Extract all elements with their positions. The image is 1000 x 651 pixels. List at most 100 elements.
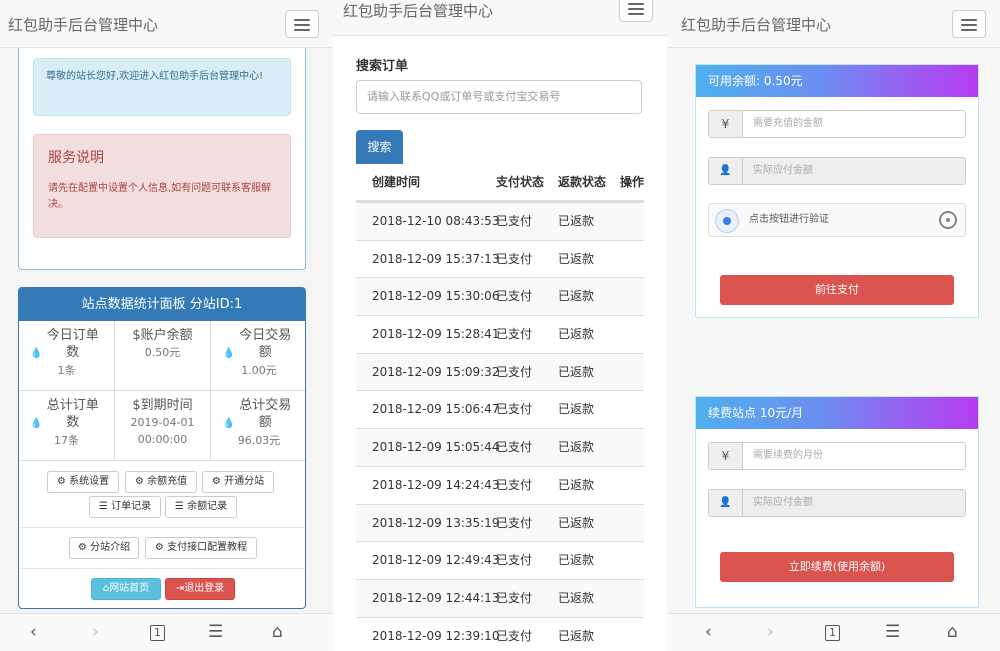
captcha-verify[interactable]: 点击按钮进行验证	[708, 203, 966, 237]
balance-recharge-button[interactable]: ⚙ 余额充值	[125, 471, 197, 493]
droplet-icon: 💧	[222, 348, 236, 359]
stat-total-volume: 💧总计交易额 96.03元	[211, 391, 305, 461]
column-header: 操作	[620, 175, 645, 189]
divider	[19, 568, 305, 569]
home-icon[interactable]: ⌂	[947, 622, 958, 642]
navbar: 红包助手后台管理中心	[667, 0, 1000, 48]
renew-card: 续费站点 10元/月 ¥ 需要续费的月份 👤 实际应付金额 立即续费(使用余额)	[695, 396, 979, 608]
yen-icon: ¥	[709, 443, 743, 469]
welcome-card: 尊敬的站长您好,欢迎进入红包助手后台管理中心! 服务说明 请先在配置中设置个人信…	[18, 48, 306, 270]
order-search-input[interactable]: 请输入联系QQ或订单号或支付宝交易号	[356, 80, 642, 114]
renew-months-field[interactable]: ¥ 需要续费的月份	[708, 442, 966, 470]
search-button[interactable]: 搜索	[356, 130, 403, 164]
order-created-time: 2018-12-09 15:06:47	[372, 402, 500, 417]
refund-status: 已返款	[558, 251, 595, 266]
user-icon: 👤	[709, 490, 743, 516]
stat-account-balance: $账户余额 0.50元	[115, 321, 211, 391]
stat-today-volume: 💧今日交易额 1.00元	[211, 321, 305, 391]
app-title[interactable]: 红包助手后台管理中心	[681, 16, 832, 34]
order-created-time: 2018-12-09 12:39:10	[372, 628, 500, 643]
order-created-time: 2018-12-09 15:30:06	[372, 289, 500, 304]
back-icon[interactable]: ‹	[705, 622, 712, 642]
stat-expiry-time: $到期时间 2019-04-01 00:00:00	[115, 391, 211, 461]
refund-status: 已返款	[558, 214, 595, 228]
renew-header: 续费站点 10元/月	[696, 397, 978, 429]
forward-icon[interactable]: ›	[767, 622, 774, 642]
renew-now-button[interactable]: 立即续费(使用余额)	[720, 552, 954, 582]
app-title[interactable]: 红包助手后台管理中心	[8, 16, 159, 34]
divider	[19, 527, 305, 528]
stats-grid: 💧今日订单数 1条 $账户余额 0.50元 💧今日交易额 1.00元 💧总计订单…	[19, 321, 305, 461]
payment-status: 已支付	[496, 553, 533, 568]
substation-intro-button[interactable]: ⚙ 分站介绍	[69, 537, 139, 559]
dollar-icon: $	[132, 328, 141, 343]
order-created-time: 2018-12-09 13:35:19	[372, 515, 500, 530]
orders-screen: 红包助手后台管理中心 搜索订单 请输入联系QQ或订单号或支付宝交易号 搜索 创建…	[333, 0, 667, 651]
balance-header: 可用余额: 0.50元	[696, 65, 978, 97]
payment-config-guide-button[interactable]: ⚙ 支付接口配置教程	[145, 537, 257, 559]
order-created-time: 2018-12-09 12:49:43	[372, 553, 500, 568]
order-created-time: 2018-12-09 14:24:43	[372, 477, 500, 492]
go-pay-button[interactable]: 前往支付	[720, 275, 954, 305]
tabs-icon[interactable]: 1	[150, 625, 165, 641]
site-home-button[interactable]: ⌂网站首页	[91, 578, 161, 600]
menu-toggle-button[interactable]	[952, 10, 986, 38]
refund-status: 已返款	[558, 553, 595, 568]
refund-status: 已返款	[558, 515, 595, 530]
refund-status: 已返款	[558, 628, 595, 643]
refund-status: 已返款	[558, 327, 595, 342]
forward-icon[interactable]: ›	[92, 622, 99, 642]
menu-toggle-button[interactable]	[285, 10, 319, 38]
refund-status: 已返款	[558, 402, 595, 417]
logout-button[interactable]: ⇥退出登录	[165, 578, 235, 600]
recharge-screen: 红包助手后台管理中心 可用余额: 0.50元 ¥ 需要充值的金额 👤 实际应付金…	[667, 0, 1000, 651]
welcome-alert: 尊敬的站长您好,欢迎进入红包助手后台管理中心!	[33, 58, 291, 116]
menu-icon[interactable]: ☰	[885, 622, 901, 642]
navbar: 红包助手后台管理中心	[333, 0, 667, 36]
back-icon[interactable]: ‹	[30, 622, 37, 642]
pay-amount-field: 👤 实际应付金额	[708, 157, 966, 185]
service-alert: 服务说明 请先在配置中设置个人信息,如有问题可联系客服解决。	[33, 134, 291, 238]
payment-status: 已支付	[496, 628, 533, 643]
payment-status: 已支付	[496, 477, 533, 492]
payment-status: 已支付	[496, 289, 533, 304]
renew-pay-amount-field: 👤 实际应付金额	[708, 489, 966, 517]
payment-status: 已支付	[496, 327, 533, 342]
yen-icon: ¥	[709, 111, 743, 137]
tabs-icon[interactable]: 1	[825, 625, 840, 641]
open-substation-button[interactable]: ⚙ 开通分站	[202, 471, 274, 493]
payment-status: 已支付	[496, 590, 533, 605]
order-created-time: 2018-12-09 12:44:13	[372, 590, 500, 605]
droplet-icon: 💧	[30, 418, 43, 429]
refresh-icon[interactable]	[939, 211, 957, 229]
droplet-icon: 💧	[30, 348, 43, 359]
menu-icon[interactable]: ☰	[208, 622, 224, 642]
column-header: 支付状态	[496, 175, 545, 189]
navbar: 红包助手后台管理中心	[0, 0, 333, 48]
refund-status: 已返款	[558, 440, 595, 455]
system-settings-button[interactable]: ⚙ 系统设置	[47, 471, 119, 493]
recharge-amount-field[interactable]: ¥ 需要充值的金额	[708, 110, 966, 138]
refund-status: 已返款	[558, 590, 595, 605]
column-header: 返款状态	[558, 175, 607, 189]
menu-toggle-button[interactable]	[619, 0, 653, 22]
table-header: 创建时间 支付状态 返款状态 操作	[356, 164, 644, 202]
dashboard-screen: 红包助手后台管理中心 尊敬的站长您好,欢迎进入红包助手后台管理中心! 服务说明 …	[0, 0, 333, 651]
balance-records-button[interactable]: ☰ 余额记录	[165, 496, 237, 518]
home-icon[interactable]: ⌂	[272, 622, 283, 642]
order-records-button[interactable]: ☰ 订单记录	[89, 496, 161, 518]
stat-today-orders: 💧今日订单数 1条	[19, 321, 115, 391]
app-title[interactable]: 红包助手后台管理中心	[343, 2, 494, 20]
payment-status: 已支付	[496, 440, 533, 455]
